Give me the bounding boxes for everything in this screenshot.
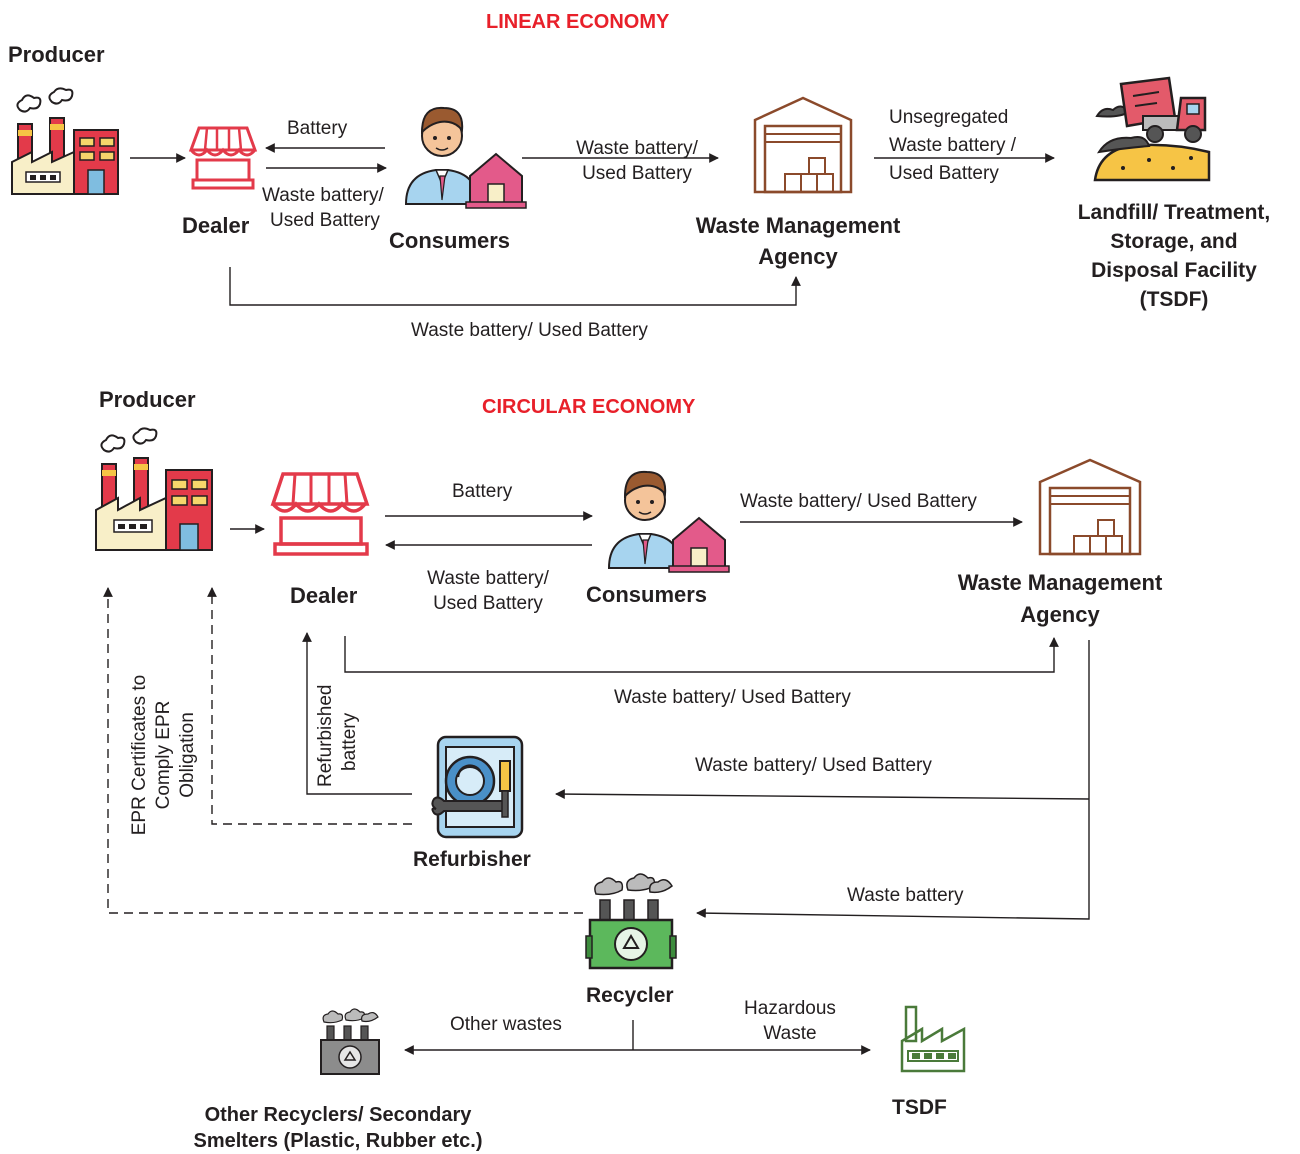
circular-recycler-label: Recycler (586, 984, 674, 1007)
linear-unsegregated-label: Unsegregated Waste battery / Used Batter… (889, 104, 1016, 188)
circular-battery-label: Battery (452, 481, 513, 502)
shop-icon (188, 126, 258, 190)
warehouse-icon (1038, 458, 1142, 556)
linear-wma-line2: Agency (758, 244, 838, 269)
arrow-dealer-wma-linear (229, 267, 801, 306)
circular-other-recyclers-label: Other Recyclers/ Secondary Smelters (Pla… (160, 1102, 516, 1154)
circular-epr-line2: Comply EPR (153, 700, 174, 810)
circular-hazardous-line2: Waste (763, 1023, 817, 1044)
shop-icon (270, 472, 370, 556)
circular-refurbished-label: Refurbished battery (314, 685, 362, 787)
circular-wma-recycler-label: Waste battery (847, 885, 964, 906)
circular-waste-used-label: Waste battery/ Used Battery (410, 566, 566, 616)
circular-hazardous-label: Hazardous Waste (730, 996, 850, 1046)
linear-dealer-label: Dealer (182, 213, 250, 238)
linear-waste-used-label: Waste battery/ Used Battery (262, 183, 384, 233)
circular-refurbished-line1: Refurbished (315, 684, 336, 787)
arrow-wma-refurbisher (555, 789, 1090, 800)
consumer-icon (404, 106, 527, 209)
linear-waste-used-line1: Waste battery/ (262, 185, 384, 206)
linear-title: LINEAR ECONOMY (486, 11, 670, 33)
circular-tsdf-label: TSDF (892, 1096, 947, 1119)
linear-wma-line1: Waste Management (695, 213, 901, 238)
linear-consumer-wma-line1: Waste battery/ (576, 138, 698, 159)
linear-waste-used-line2: Used Battery (270, 210, 380, 231)
circular-wma-line1: Waste Management (957, 570, 1163, 595)
circular-refurbisher-label: Refurbisher (413, 848, 531, 871)
linear-bottom-flow-label: Waste battery/ Used Battery (411, 320, 648, 341)
circular-wma-refurbisher-label: Waste battery/ Used Battery (695, 755, 932, 776)
linear-consumer-wma-label: Waste battery/ Used Battery (560, 136, 714, 186)
linear-battery-label: Battery (287, 118, 348, 139)
linear-producer-label: Producer (8, 42, 105, 67)
arrow-epr-to-dealer (207, 587, 412, 825)
circular-waste-used-line1: Waste battery/ (427, 568, 549, 589)
circular-hazardous-line1: Hazardous (744, 998, 836, 1019)
warehouse-icon (753, 96, 853, 194)
refurbish-icon (431, 735, 524, 839)
circular-other-rec-line1: Other Recyclers/ Secondary (204, 1104, 472, 1126)
circular-dealer-label: Dealer (290, 583, 358, 608)
arrow-epr-to-producer (103, 587, 583, 914)
circular-producer-label: Producer (99, 387, 196, 412)
circular-dealer-wma-label: Waste battery/ Used Battery (614, 687, 851, 708)
linear-wma-label: Waste Management Agency (668, 210, 928, 272)
circular-epr-line1: EPR Certificates to (129, 674, 150, 836)
linear-landfill-line3: Disposal Facility (1091, 259, 1257, 282)
recycling-plant-icon (320, 1008, 380, 1075)
consumer-icon (607, 470, 730, 573)
dump-truck-icon (1093, 76, 1211, 182)
linear-arrows (130, 143, 1055, 306)
circular-other-wastes-label: Other wastes (450, 1014, 562, 1035)
circular-consumer-wma-label: Waste battery/ Used Battery (740, 491, 977, 512)
tsdf-factory-icon (900, 1005, 966, 1073)
circular-title: CIRCULAR ECONOMY (482, 396, 696, 418)
linear-landfill-line2: Storage, and (1110, 230, 1238, 253)
circular-wma-line2: Agency (1020, 602, 1100, 627)
linear-unseg-line2: Waste battery / (889, 135, 1017, 156)
linear-landfill-line4: (TSDF) (1139, 288, 1209, 311)
arrow-wma-recycler (696, 640, 1090, 920)
circular-arrows (103, 511, 1090, 1055)
linear-landfill-label: Landfill/ Treatment, Storage, and Dispos… (1052, 198, 1296, 314)
arrow-refurbished-to-dealer (302, 632, 412, 795)
recycling-plant-icon (585, 873, 677, 970)
circular-other-rec-line2: Smelters (Plastic, Rubber etc.) (193, 1130, 483, 1152)
factory-icon (11, 87, 119, 195)
linear-consumer-wma-line2: Used Battery (582, 163, 692, 184)
linear-consumers-label: Consumers (389, 228, 511, 253)
circular-epr-line3: Obligation (177, 712, 198, 798)
linear-landfill-line1: Landfill/ Treatment, (1077, 201, 1271, 224)
linear-unseg-line1: Unsegregated (889, 107, 1009, 128)
linear-unseg-line3: Used Battery (889, 163, 999, 184)
circular-epr-label: EPR Certificates to Comply EPR Obligatio… (128, 662, 200, 848)
circular-waste-used-line2: Used Battery (433, 593, 543, 614)
circular-refurbished-line2: battery (339, 712, 360, 771)
circular-consumers-label: Consumers (586, 582, 708, 607)
factory-icon (95, 427, 213, 551)
arrow-dealer-wma-circular (344, 636, 1059, 673)
circular-wma-label: Waste Management Agency (930, 567, 1190, 631)
